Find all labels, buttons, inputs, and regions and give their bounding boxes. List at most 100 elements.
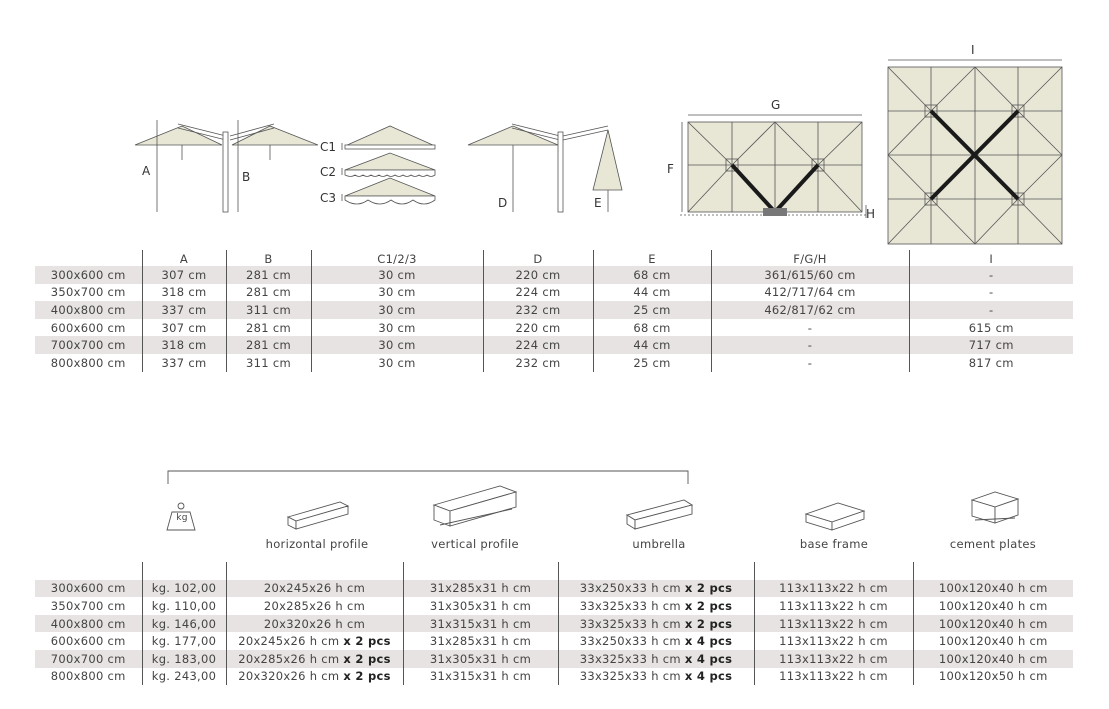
cement-plates-label: cement plates bbox=[949, 537, 1037, 551]
pkg-umbrella-cell: 33x325x33 h cm x 4 pcs bbox=[557, 649, 754, 668]
vertical-profile-icon bbox=[432, 485, 518, 527]
dims-cell: 281 cm bbox=[225, 283, 311, 302]
dims-cell: - bbox=[908, 283, 1073, 302]
dims-cell: 318 cm bbox=[141, 336, 226, 354]
pkg-umbrella-cell-value: 33x250x33 h cm bbox=[579, 581, 681, 596]
pkg-cement-plates-cell-value: 100x120x50 h cm bbox=[938, 669, 1048, 684]
dims-cell: 412/717/64 cm bbox=[710, 283, 909, 302]
pkg-size-cell: 700x700 cm bbox=[35, 649, 142, 668]
dims-cell: 281 cm bbox=[225, 266, 311, 284]
pkg-cement-plates-cell: 100x120x50 h cm bbox=[912, 667, 1073, 686]
pkg-size-cell: 600x600 cm bbox=[35, 632, 142, 650]
pkg-horizontal-profile-cell-value: 20x285x26 h cm bbox=[238, 651, 340, 666]
pkg-weight-cell: kg. 243,00 bbox=[141, 667, 226, 686]
pkg-umbrella-cell-value: 33x325x33 h cm bbox=[579, 616, 681, 631]
dims-cell: - bbox=[710, 336, 909, 354]
dims-cell: - bbox=[908, 301, 1073, 319]
dims-size-cell: 300x600 cm bbox=[35, 266, 142, 284]
single-umbrella-side-view bbox=[467, 123, 623, 213]
dims-cell: 30 cm bbox=[310, 301, 483, 319]
pkg-base-frame-cell-value: 113x113x22 h cm bbox=[779, 598, 888, 613]
pkg-weight-cell: kg. 177,00 bbox=[141, 632, 226, 650]
pkg-umbrella-cell-quantity: x 4 pcs bbox=[684, 634, 733, 649]
base-frame-label: base frame bbox=[799, 537, 869, 551]
dims-cell: - bbox=[908, 266, 1073, 284]
vertical-profile-label: vertical profile bbox=[431, 537, 519, 551]
pkg-horizontal-profile-cell-value: 20x245x26 h cm bbox=[263, 581, 366, 596]
dims-size-cell: 600x600 cm bbox=[50, 320, 126, 335]
dims-header-row: A B C1/2/3 D E F/G/H I bbox=[35, 250, 1073, 266]
pkg-cement-plates-cell-value: 100x120x40 h cm bbox=[938, 598, 1048, 613]
pkg-vertical-profile-cell-value: 31x285x31 h cm bbox=[429, 581, 532, 596]
pkg-size-cell-value: 350x700 cm bbox=[50, 598, 126, 613]
label-c2: C2 bbox=[320, 165, 337, 179]
dims-cell: 30 cm bbox=[310, 336, 483, 354]
pkg-vertical-profile-cell: 31x285x31 h cm bbox=[402, 579, 558, 598]
dims-header: F/G/H bbox=[710, 250, 909, 266]
pkg-cement-plates-cell-value: 100x120x40 h cm bbox=[938, 634, 1048, 649]
dims-cell: 30 cm bbox=[310, 283, 483, 302]
pkg-umbrella-cell-value: 33x250x33 h cm bbox=[579, 634, 681, 649]
dims-cell: 311 cm bbox=[225, 353, 311, 372]
dims-cell: 232 cm bbox=[482, 353, 593, 372]
label-c3: C3 bbox=[320, 191, 337, 205]
dims-cell: 30 cm bbox=[310, 318, 483, 337]
label-b: B bbox=[242, 170, 251, 184]
dims-cell: 462/817/62 cm bbox=[710, 301, 909, 319]
label-c1: C1 bbox=[320, 140, 337, 154]
pkg-base-frame-cell: 113x113x22 h cm bbox=[753, 649, 913, 668]
umbrella-label: umbrella bbox=[632, 537, 686, 551]
dims-cell: 224 cm bbox=[482, 336, 593, 354]
pkg-umbrella-cell: 33x325x33 h cm x 4 pcs bbox=[557, 667, 754, 686]
pkg-weight-cell-value: kg. 110,00 bbox=[151, 598, 217, 613]
rect-top-view bbox=[680, 114, 867, 218]
dims-header: C1/2/3 bbox=[310, 250, 483, 266]
dims-size-cell: 400x800 cm bbox=[35, 301, 142, 319]
pkg-cement-plates-cell: 100x120x40 h cm bbox=[912, 632, 1073, 650]
pkg-cement-plates-cell: 100x120x40 h cm bbox=[912, 614, 1073, 633]
dims-cell: 337 cm bbox=[141, 353, 226, 372]
pkg-horizontal-profile-cell: 20x320x26 h cm x 2 pcs bbox=[225, 667, 403, 686]
pkg-umbrella-cell-value: 33x325x33 h cm bbox=[579, 651, 681, 666]
pkg-umbrella-cell-quantity: x 2 pcs bbox=[684, 598, 733, 613]
dims-cell: 30 cm bbox=[310, 266, 483, 284]
dims-cell: 220 cm bbox=[482, 318, 593, 337]
pkg-umbrella-cell-quantity: x 4 pcs bbox=[684, 651, 733, 666]
dims-cell: 281 cm bbox=[225, 318, 311, 337]
cement-plates-icon bbox=[970, 491, 1020, 524]
pkg-weight-cell: kg. 102,00 bbox=[141, 579, 226, 598]
pkg-size-cell: 400x800 cm bbox=[35, 614, 142, 633]
pkg-horizontal-profile-cell: 20x245x26 h cm x 2 pcs bbox=[225, 632, 403, 650]
dims-cell: 311 cm bbox=[225, 301, 311, 319]
dims-header: B bbox=[225, 250, 311, 266]
dims-cell: 817 cm bbox=[908, 353, 1073, 372]
pkg-vertical-profile-cell: 31x305x31 h cm bbox=[402, 597, 558, 615]
pkg-vertical-profile-cell: 31x285x31 h cm bbox=[402, 632, 558, 650]
pkg-base-frame-cell: 113x113x22 h cm bbox=[753, 579, 913, 598]
dims-cell: 25 cm bbox=[592, 353, 711, 372]
dims-cell: 232 cm bbox=[482, 301, 593, 319]
pkg-horizontal-profile-cell: 20x320x26 h cm bbox=[225, 614, 403, 633]
pkg-umbrella-cell-quantity: x 4 pcs bbox=[684, 669, 733, 684]
pkg-base-frame-cell-value: 113x113x22 h cm bbox=[779, 634, 888, 649]
pkg-vertical-profile-cell-value: 31x305x31 h cm bbox=[429, 651, 532, 666]
pkg-base-frame-cell: 113x113x22 h cm bbox=[753, 667, 913, 686]
pkg-cement-plates-cell: 100x120x40 h cm bbox=[912, 597, 1073, 615]
pkg-horizontal-profile-cell: 20x245x26 h cm bbox=[225, 579, 403, 598]
pkg-horizontal-profile-cell-value: 20x245x26 h cm bbox=[238, 634, 340, 649]
pkg-umbrella-cell: 33x250x33 h cm x 4 pcs bbox=[557, 632, 754, 650]
dims-cell: - bbox=[710, 353, 909, 372]
pkg-cement-plates-cell-value: 100x120x40 h cm bbox=[938, 651, 1048, 666]
pkg-weight-cell-value: kg. 183,00 bbox=[151, 651, 217, 666]
dims-cell: 281 cm bbox=[225, 336, 311, 354]
pkg-size-cell-value: 800x800 cm bbox=[50, 669, 126, 684]
double-umbrella-side-view bbox=[134, 120, 319, 213]
pkg-vertical-profile-cell: 31x315x31 h cm bbox=[402, 614, 558, 633]
